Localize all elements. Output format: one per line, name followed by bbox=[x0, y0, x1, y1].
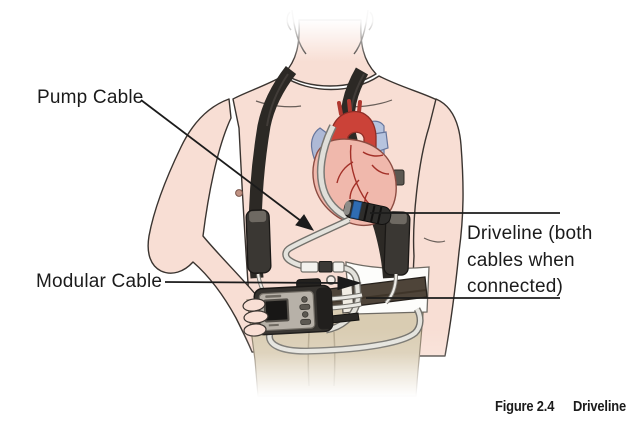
left-arm bbox=[147, 98, 263, 353]
cable-connectors bbox=[300, 261, 345, 273]
leader-lines bbox=[140, 99, 560, 299]
figure-caption-title: Driveline bbox=[573, 398, 626, 415]
bottom-fade bbox=[130, 328, 510, 412]
modular-cable-label: Modular Cable bbox=[36, 271, 163, 292]
outflow-cannula bbox=[316, 124, 353, 222]
driveline-label-line1: Driveline (both bbox=[467, 223, 593, 244]
controller-cables bbox=[329, 292, 363, 311]
battery-pouch-left bbox=[245, 209, 272, 274]
driveline-label-line3: connected) bbox=[467, 276, 564, 297]
driveline-label: Driveline (both cables when connected) bbox=[467, 221, 593, 301]
pump-cable-label: Pump Cable bbox=[37, 87, 144, 108]
pump-connector bbox=[343, 199, 392, 226]
figure-caption-number: Figure 2.4 bbox=[495, 398, 555, 415]
leader-line-modular-cable bbox=[164, 281, 341, 284]
controller-screen bbox=[265, 300, 288, 321]
top-fade bbox=[252, 0, 417, 62]
heart-illustration bbox=[310, 99, 397, 227]
controller-buttons bbox=[268, 296, 312, 327]
nipple-left bbox=[235, 189, 243, 197]
controller-device bbox=[253, 278, 334, 336]
driveline-label-line2: cables when bbox=[467, 249, 575, 271]
leader-line-pump-cable bbox=[140, 99, 302, 222]
arrowhead-modular-cable bbox=[337, 275, 362, 291]
arrowhead-pump-cable bbox=[295, 214, 315, 231]
